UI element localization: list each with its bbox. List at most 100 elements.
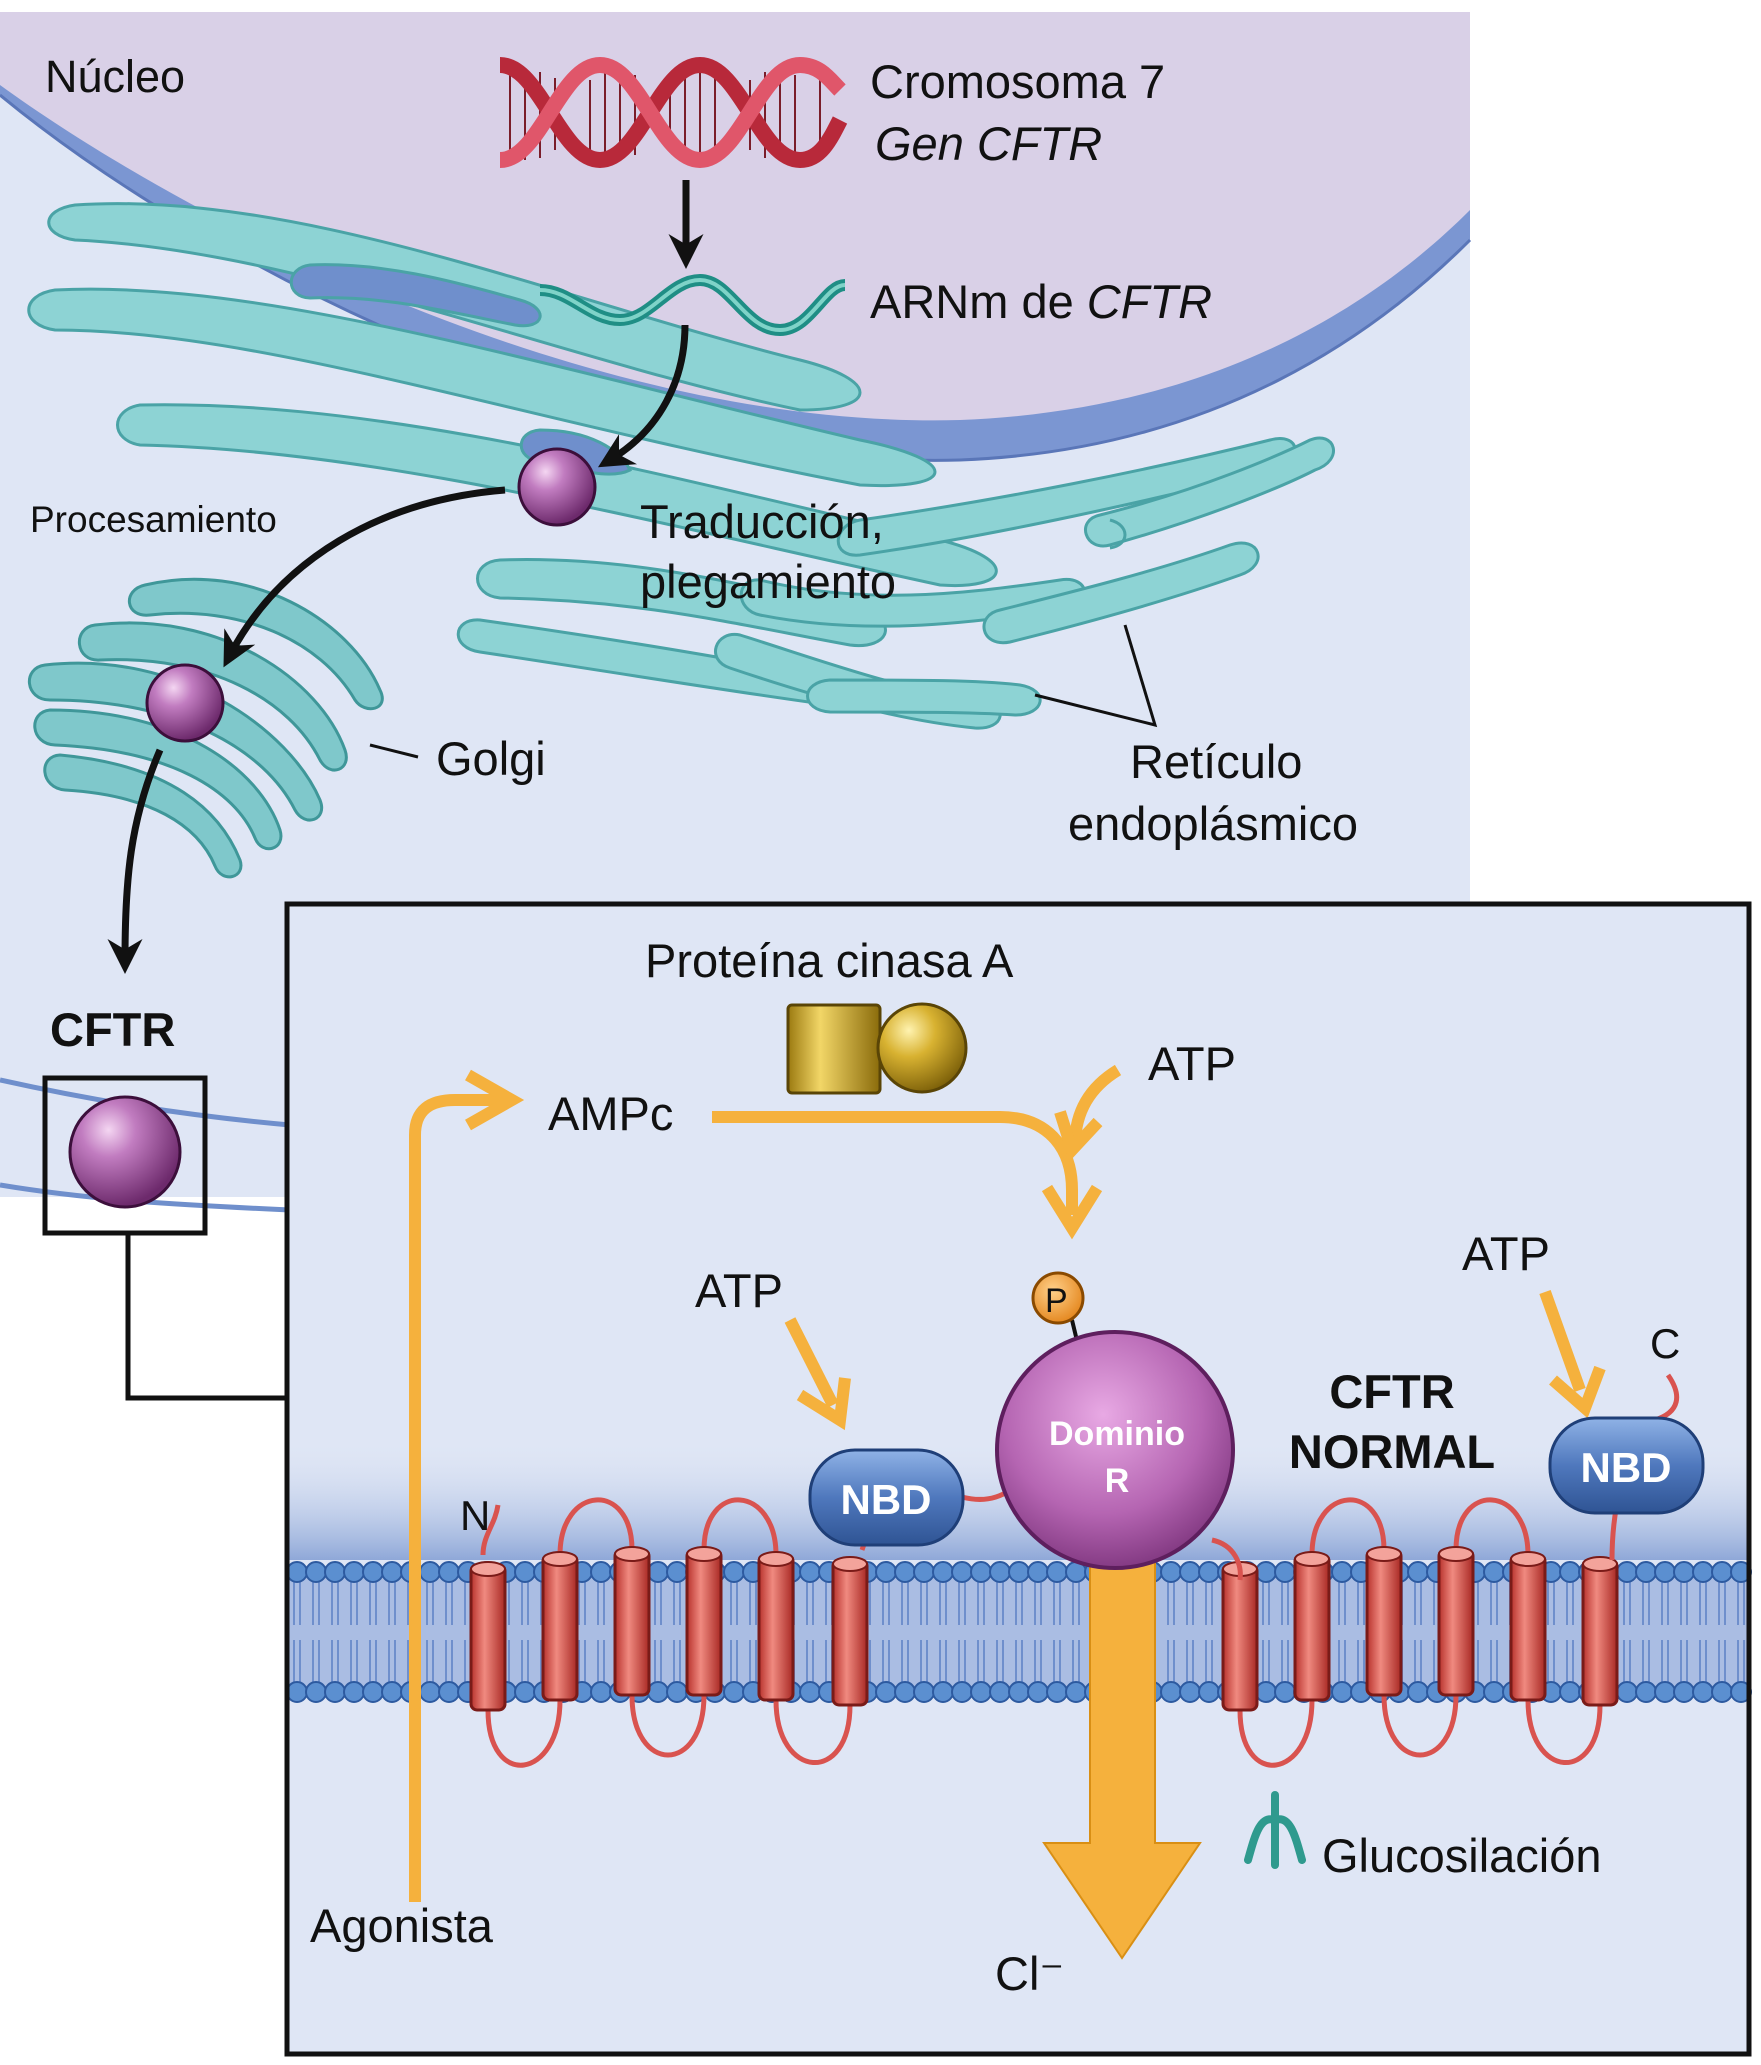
protein-kinase-a-icon	[786, 1002, 968, 1095]
camp-label: AMPc	[548, 1087, 673, 1140]
phosphate-label: P	[1045, 1282, 1068, 1320]
er-leader-lines	[1034, 624, 1158, 728]
lipid-head	[381, 1561, 403, 1583]
lipid-head	[723, 1561, 745, 1583]
lipid-head	[1673, 1561, 1695, 1583]
transmembrane-helix	[1293, 1553, 1331, 1702]
cftr-protein-membrane	[68, 1095, 182, 1209]
cftr-normal-label-line1: CFTR	[1329, 1365, 1454, 1418]
synthesis-arrows	[107, 180, 704, 974]
lipid-head	[647, 1561, 669, 1583]
transmembrane-helix	[757, 1553, 795, 1702]
transmembrane-helices	[469, 1497, 1619, 1768]
lipid-head	[1046, 1561, 1068, 1583]
lipid-head	[1046, 1681, 1068, 1703]
lipid-head	[1692, 1561, 1714, 1583]
lipid-head	[514, 1681, 536, 1703]
transmembrane-helix	[1509, 1553, 1547, 1702]
lipid-head	[438, 1561, 460, 1583]
lipid-head	[1407, 1681, 1429, 1703]
lipid-head	[1008, 1681, 1030, 1703]
er-label-line1: Retículo	[1130, 735, 1302, 788]
lipid-head	[381, 1681, 403, 1703]
lipid-head	[1654, 1681, 1676, 1703]
mrna-label: ARNm de CFTR	[870, 275, 1212, 328]
lipid-head	[286, 1561, 308, 1583]
transmembrane-helix	[685, 1548, 723, 1697]
processing-label: Procesamiento	[30, 499, 277, 540]
agonist-label: Agonista	[310, 1899, 494, 1952]
agonist-arrow	[409, 1094, 500, 1902]
extracellular-loop	[1309, 1497, 1387, 1556]
lipid-head	[1198, 1681, 1220, 1703]
pka-label: Proteína cinasa A	[645, 934, 1014, 987]
lipid-head	[1711, 1561, 1733, 1583]
lipid-head	[590, 1681, 612, 1703]
nbd-left	[808, 1448, 965, 1547]
lipid-bilayer-core	[287, 1570, 1749, 1690]
helix-cap	[1438, 1546, 1474, 1562]
r-domain	[995, 1330, 1235, 1570]
mrna-to-ribosome-arrow	[597, 324, 689, 468]
intracellular-loop	[485, 1699, 563, 1768]
mrna-label-prefix: ARNm de	[870, 275, 1087, 328]
chloride-flow-arrow	[1042, 1559, 1202, 1960]
helix-cap	[1582, 1556, 1618, 1572]
helix-cap	[614, 1546, 650, 1562]
transmembrane-helix	[1437, 1548, 1475, 1697]
dna-double-helix-icon	[498, 56, 848, 169]
lipid-head	[324, 1681, 346, 1703]
lipid-head	[1198, 1561, 1220, 1583]
lipid-head	[1027, 1681, 1049, 1703]
extracellular-loop	[557, 1497, 635, 1556]
mrna-label-gene: CFTR	[1087, 275, 1212, 328]
intracellular-loop	[1525, 1699, 1603, 1765]
chloride-label: Cl⁻	[995, 1947, 1064, 2000]
transmembrane-helix	[1581, 1558, 1619, 1707]
lipid-head	[1065, 1681, 1087, 1703]
lipid-head	[1635, 1561, 1657, 1583]
atp-left-label: ATP	[695, 1264, 783, 1317]
lipid-head	[951, 1561, 973, 1583]
lipid-head	[970, 1681, 992, 1703]
lipid-head	[1559, 1561, 1581, 1583]
inset-frame	[284, 901, 1752, 2057]
lipid-head	[286, 1681, 308, 1703]
helix-cap	[832, 1556, 868, 1572]
lipid-head	[970, 1561, 992, 1583]
n-terminus-label: N	[460, 1492, 490, 1539]
lipid-head	[514, 1561, 536, 1583]
phosphate-group	[1031, 1271, 1085, 1325]
lipid-head	[723, 1681, 745, 1703]
lipid-head	[1179, 1681, 1201, 1703]
intracellular-loop	[1381, 1694, 1459, 1758]
lipid-head	[894, 1561, 916, 1583]
lipid-head	[1274, 1681, 1296, 1703]
lipid-head	[1673, 1681, 1695, 1703]
translation-label-line1: Traducción,	[640, 495, 884, 548]
atp-right-label: ATP	[1462, 1227, 1550, 1280]
lipid-head	[1483, 1681, 1505, 1703]
lipid-head	[875, 1681, 897, 1703]
agonist-arrowhead	[465, 1069, 525, 1131]
lipid-head	[1160, 1681, 1182, 1703]
lipid-head	[647, 1681, 669, 1703]
cftr-zoom-box	[42, 1075, 208, 1236]
lipid-head	[590, 1561, 612, 1583]
helix-cap	[686, 1546, 722, 1562]
lipid-head	[1654, 1561, 1676, 1583]
extracellular-loop	[1453, 1497, 1531, 1556]
translation-label-line2: plegamiento	[640, 555, 896, 608]
glycosylation-icon	[1244, 1791, 1306, 1869]
cftr-protein-er	[517, 447, 597, 527]
intracellular-loop	[1237, 1699, 1315, 1768]
lipid-head	[799, 1681, 821, 1703]
cftr-label: CFTR	[50, 1003, 175, 1056]
r-domain-label-line2: R	[1105, 1462, 1130, 1500]
er-label-line2: endoplásmico	[1068, 797, 1358, 850]
glycosylation-label: Glucosilación	[1322, 1829, 1602, 1882]
lipid-head	[1331, 1561, 1353, 1583]
lipid-head	[1160, 1561, 1182, 1583]
gene-label: Gen CFTR	[875, 117, 1102, 170]
